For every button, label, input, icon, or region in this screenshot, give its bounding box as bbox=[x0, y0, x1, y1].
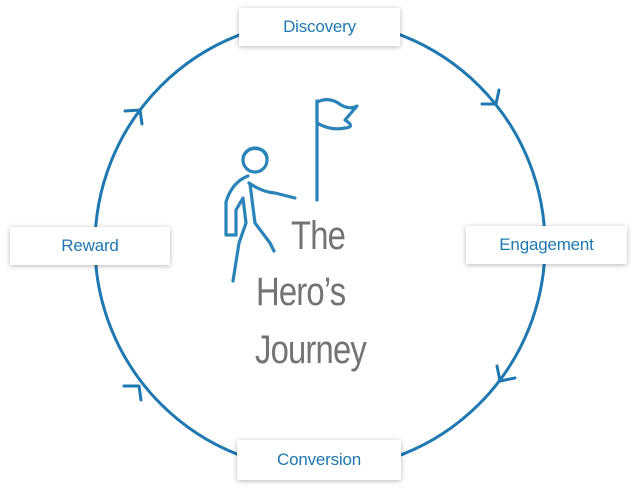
arrow-right-bottom-icon bbox=[495, 364, 517, 383]
arrow-right-top-icon bbox=[480, 88, 501, 106]
title-line-journey: Journey bbox=[255, 328, 367, 372]
arrow-left-bottom-icon bbox=[122, 384, 143, 402]
title-line-the: The bbox=[291, 214, 346, 258]
stage-discovery-label: Discovery bbox=[239, 8, 400, 46]
stage-engagement-label: Engagement bbox=[466, 226, 627, 264]
stage-reward-label: Reward bbox=[10, 227, 170, 265]
title-line-heros: Hero’s bbox=[256, 270, 346, 314]
arrow-left-top-icon bbox=[123, 108, 144, 126]
stage-conversion-label: Conversion bbox=[237, 440, 401, 480]
hiker-with-flag-icon bbox=[224, 98, 359, 283]
